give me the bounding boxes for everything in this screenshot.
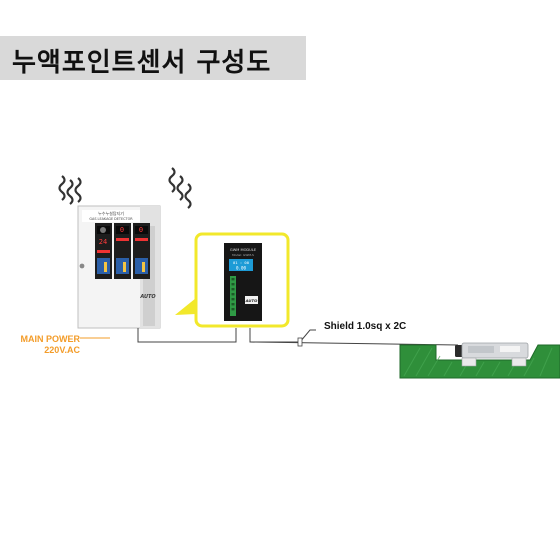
cable-connector [297,337,303,347]
floor-section [399,344,560,379]
panel-display-left: 24 [99,238,107,246]
page-title: 누액포인트센서 구성도 [12,48,272,78]
vibration-icon-left [58,175,82,205]
module-screen-line1: 01 : 00 [233,260,250,265]
point-sensor [455,342,529,367]
vibration-icon-right [168,167,192,209]
title-banner: 누액포인트센서 구성도 [0,36,306,80]
main-power-label: MAIN POWER 220V.AC [0,334,81,356]
callout-pointer [175,298,196,315]
panel-display-mid: 0 [120,226,124,234]
panel-header-line2: GAS LEAKAGE DETECTOR [89,217,133,221]
terminal-block [230,276,236,316]
panel-wire [137,328,237,343]
cable-spec-label: Shield 1.0sq x 2C [324,321,407,332]
panel-display-right: 0 [139,226,143,234]
module-screen-line2: 0.00 [236,266,247,271]
main-power-line2: 220V.AC [44,345,80,355]
panel-logo: AUTO [139,294,156,300]
module-header-line2: Model: GWM-S [232,253,254,257]
gwm-module: GWM MODULE Model: GWM-S 01 : 00 0.00 AUT… [224,243,262,321]
main-power-line1: MAIN POWER [20,334,81,344]
module-logo: AUTO [245,298,258,303]
leak-detector-panel: 누수누설탐지기 GAS LEAKAGE DETECTOR 24 0 0 AUTO [77,205,161,329]
cable-leader-line [249,328,316,343]
panel-header-line1: 누수누설탐지기 [98,210,124,216]
module-header-line1: GWM MODULE [230,248,257,252]
